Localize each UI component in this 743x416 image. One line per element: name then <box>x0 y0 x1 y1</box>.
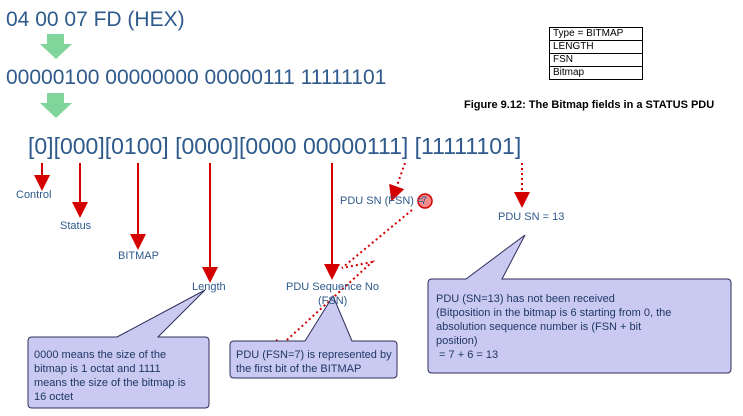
green-down-arrow-2 <box>40 93 72 118</box>
callout-line: 0000 means the size of the <box>34 349 167 361</box>
green-down-arrow-1 <box>40 34 72 59</box>
legend-row: FSN <box>549 53 643 67</box>
label-control: Control <box>16 189 52 201</box>
callout-fsn-bubble <box>229 294 398 379</box>
label-pdu-sn-fsn: PDU SN (FSN) = <box>340 195 424 207</box>
callout-line: position) <box>436 335 478 347</box>
callout-line: PDU (SN=13) has not been received <box>436 293 615 305</box>
label-bitmap: BITMAP <box>118 250 159 262</box>
callout-line: (Bitposition in the bitmap is 6 starting… <box>436 307 672 319</box>
hex-value: 04 00 07 FD (HEX) <box>6 8 185 31</box>
callout-line: bitmap is 1 octat and 1111 <box>34 363 161 375</box>
dotted-zigzag-arrow <box>270 209 413 356</box>
figure-caption: Figure 9.12: The Bitmap fields in a STAT… <box>464 99 715 111</box>
callout-line: 16 octet <box>34 391 74 403</box>
label-pdu-sequence-fsn: (FSN) <box>318 295 348 307</box>
callout-sn13-text: PDU (SN=13) has not been received (Bitpo… <box>436 292 671 362</box>
callout-line: absolution sequence number is (FSN + bit <box>436 321 642 333</box>
callout-line: the first bit of the BITMAP <box>236 363 362 375</box>
callout-length-text: 0000 means the size of the bitmap is 1 o… <box>34 348 186 404</box>
legend-row: LENGTH <box>549 40 643 54</box>
bitmap-legend-table: Type = BITMAP LENGTH FSN Bitmap <box>549 27 643 80</box>
fsn-value-highlight <box>417 193 433 209</box>
dotted-arrow-fsn <box>389 162 406 202</box>
label-pdu-sn-13: PDU SN = 13 <box>498 211 565 223</box>
callout-sn13-bubble <box>427 234 732 374</box>
label-status: Status <box>60 220 92 232</box>
callout-line: PDU (FSN=7) is represented by <box>236 349 392 361</box>
legend-row: Bitmap <box>549 66 643 80</box>
callout-fsn-text: PDU (FSN=7) is represented by the first … <box>236 348 392 376</box>
label-fsn-value: 7 <box>421 195 428 207</box>
callout-line: = 7 + 6 = 13 <box>436 349 499 361</box>
binary-value: 00000100 00000000 00000111 11111101 <box>6 66 387 89</box>
label-pdu-sequence: PDU Sequence No <box>286 281 379 293</box>
field-breakdown: [0][000][0100] [0000][0000 00000111] [11… <box>28 133 522 159</box>
legend-row: Type = BITMAP <box>549 27 643 41</box>
callout-line: means the size of the bitmap is <box>34 377 186 389</box>
callout-length-bubble <box>27 289 210 409</box>
label-length: Length <box>192 281 226 293</box>
